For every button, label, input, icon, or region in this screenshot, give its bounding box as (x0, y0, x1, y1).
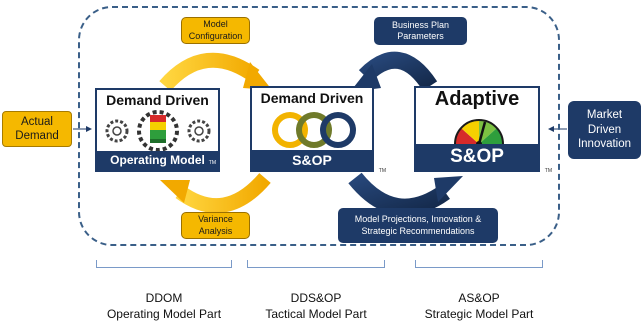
model-configuration-label: Model Configuration (188, 19, 243, 41)
model-configuration-note: Model Configuration (181, 17, 250, 44)
gold-arc-top (159, 52, 260, 92)
ddsop-module: Demand Driven S&OP TM (250, 86, 386, 174)
asop-bar: S&OP (416, 144, 538, 170)
ddom-tm: TM (208, 160, 216, 166)
model-projections-note: Model Projections, Innovation & Strategi… (338, 208, 498, 243)
ddom-part-acronym: DDOM (145, 291, 183, 305)
actual-demand-box: Actual Demand (2, 111, 72, 147)
navy-arc-bottom (348, 172, 450, 216)
ddsop-part-label: DDS&OP Tactical Model Part (238, 290, 394, 322)
process-frame (78, 6, 560, 246)
ddom-part-label: DDOM Operating Model Part (86, 290, 242, 322)
ddsop-bar: S&OP (252, 150, 372, 170)
ddom-bar: Operating Model (97, 151, 218, 170)
gauge-green (479, 128, 504, 144)
asop-part-acronym: AS&OP (458, 291, 500, 305)
ddom-module: Demand Driven Operating Model TM (95, 88, 220, 172)
gold-arc-bottom-head (160, 180, 190, 203)
ddsop-part-name: Tactical Model Part (265, 307, 367, 322)
gold-ring-icon (272, 112, 308, 148)
ddsop-part-acronym: DDS&OP (290, 291, 342, 305)
gold-arc-bottom (175, 172, 271, 213)
ddom-part-name: Operating Model Part (106, 307, 222, 322)
actual-demand-label: Actual Demand (15, 115, 59, 142)
asop-bracket (415, 260, 543, 268)
variance-analysis-note: Variance Analysis (181, 212, 250, 239)
ddom-bracket (96, 260, 232, 268)
gold-arc-top-head (243, 62, 272, 90)
ddom-title: Demand Driven (106, 92, 209, 108)
ddom-gears-graphic (105, 110, 211, 152)
market-driven-innovation-label: Market Driven Innovation (577, 109, 632, 151)
model-projections-label: Model Projections, Innovation & Strategi… (354, 214, 482, 236)
asop-module: Adaptive S&OP TM (414, 86, 552, 174)
navy-arc-top-head (350, 64, 381, 92)
buffer-green (150, 130, 166, 139)
ddsop-bracket (247, 260, 385, 268)
buffer-red (150, 115, 166, 122)
ddsop-rings-graphic (272, 112, 356, 148)
ddsop-tm: TM (378, 168, 386, 174)
business-plan-label: Business Plan Parameters (391, 19, 450, 41)
asop-title: Adaptive (434, 88, 520, 110)
ddsop-title: Demand Driven (260, 90, 364, 106)
asop-part-name: Strategic Model Part (424, 307, 534, 322)
buffer-yellow (150, 122, 166, 130)
navy-arc-bottom-head (434, 176, 463, 202)
gauge-red (454, 128, 479, 144)
variance-analysis-label: Variance Analysis (198, 214, 233, 236)
navy-ring-icon (320, 112, 356, 148)
market-driven-innovation-box: Market Driven Innovation (568, 101, 641, 159)
olive-ring-icon (296, 112, 332, 148)
gauge-needle-icon (477, 121, 487, 145)
asop-tm: TM (544, 168, 552, 174)
asop-part-label: AS&OP Strategic Model Part (401, 290, 557, 322)
business-plan-note: Business Plan Parameters (374, 17, 467, 45)
gauge-yellow (461, 119, 479, 144)
asop-gauge-graphic (454, 119, 504, 146)
